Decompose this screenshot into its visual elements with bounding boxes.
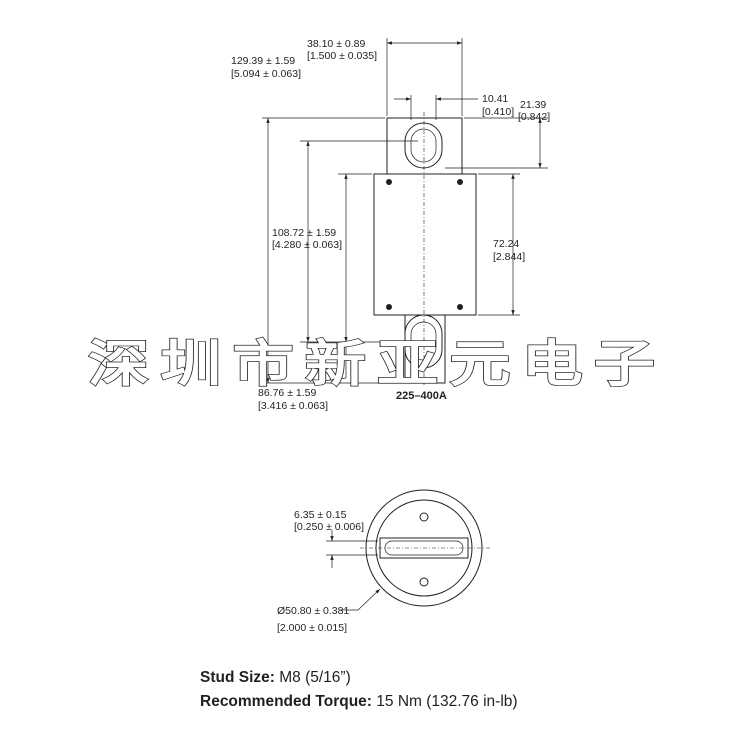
dim-overall-mm: 129.39 ± 1.59 <box>231 55 295 67</box>
mounting-hole <box>386 179 392 185</box>
dim-slot-mm: 6.35 ± 0.15 <box>294 509 347 521</box>
mounting-hole <box>457 304 463 310</box>
front-view: 38.10 ± 0.89 [1.500 ± 0.035] 129.39 ± 1.… <box>231 38 550 412</box>
dim-slot-length-mm: 21.39 <box>520 99 546 111</box>
dim-stud-centers-mm: 108.72 ± 1.59 <box>272 227 336 239</box>
dim-slot-width-mm: 10.41 <box>482 93 508 105</box>
dim-body-in: [2.844] <box>493 251 525 263</box>
dim-slot-length-in: [0.842] <box>518 111 550 123</box>
dim-diameter-mm: Ø50.80 ± 0.381 <box>277 605 349 617</box>
stud-size-row: Stud Size: M8 (5/16”) <box>200 666 518 690</box>
dim-slot-width-in: [0.410] <box>482 106 514 118</box>
dim-diameter-in: [2.000 ± 0.015] <box>277 622 347 634</box>
dim-to-stud-in: [3.416 ± 0.063] <box>258 400 328 412</box>
dim-width-in: [1.500 ± 0.035] <box>307 50 377 62</box>
top-terminal-blade <box>386 117 463 175</box>
stud-size-label: Stud Size: <box>200 669 275 686</box>
mounting-hole <box>457 179 463 185</box>
torque-value: 15 Nm (132.76 in-lb) <box>376 693 518 710</box>
stud-size-value: M8 (5/16”) <box>279 669 351 686</box>
fuse-body <box>373 173 477 316</box>
end-hole <box>419 577 429 587</box>
top-stud-slot <box>404 122 443 169</box>
dim-slot-in: [0.250 ± 0.006] <box>294 521 364 533</box>
specifications: Stud Size: M8 (5/16”) Recommended Torque… <box>200 666 518 714</box>
dim-to-stud-mm: 86.76 ± 1.59 <box>258 387 316 399</box>
dim-body-mm: 72.24 <box>493 238 519 250</box>
torque-row: Recommended Torque: 15 Nm (132.76 in-lb) <box>200 690 518 714</box>
torque-label: Recommended Torque: <box>200 693 372 710</box>
end-view: 6.35 ± 0.15 [0.250 ± 0.006] Ø50.80 ± 0.3… <box>277 489 490 634</box>
dim-stud-centers-in: [4.280 ± 0.063] <box>272 239 342 251</box>
watermark-text: 深圳市新亚元电子 <box>88 335 666 393</box>
bottom-stud-slot <box>404 314 443 369</box>
end-hole <box>419 512 429 522</box>
dim-overall-in: [5.094 ± 0.063] <box>231 68 301 80</box>
model-label: 225–400A <box>396 390 447 402</box>
dim-width-mm: 38.10 ± 0.89 <box>307 38 365 50</box>
mounting-hole <box>386 304 392 310</box>
